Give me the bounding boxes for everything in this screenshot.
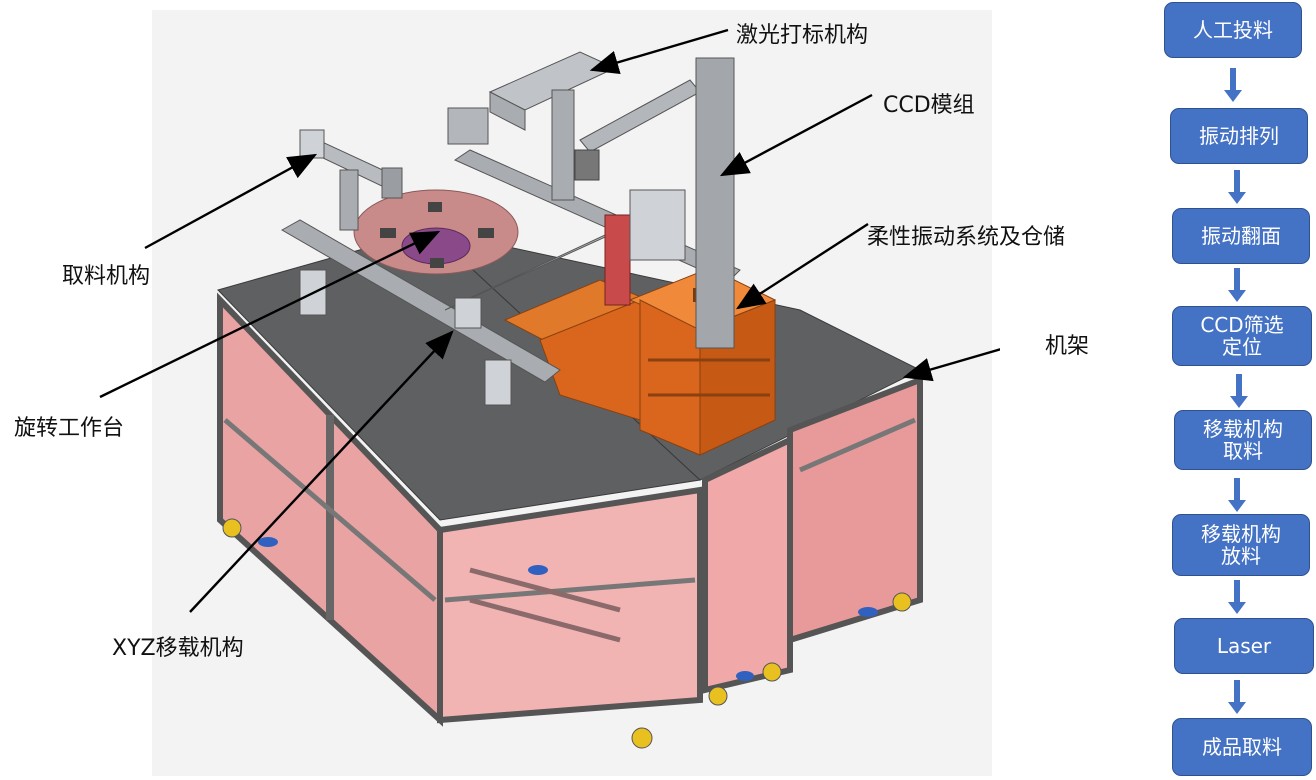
flow-arrow-6 <box>1228 580 1246 614</box>
flow-step-6-line-1: 移载机构 <box>1201 522 1281 546</box>
flow-step-4: CCD筛选定位 <box>1172 306 1312 366</box>
label-ccd-module: CCD模组 <box>883 93 975 118</box>
flow-arrow-3 <box>1228 268 1246 302</box>
flow-step-5-line-2: 取料 <box>1223 439 1263 463</box>
flow-step-5: 移载机构取料 <box>1174 410 1312 470</box>
flow-step-4-line-2: 定位 <box>1222 335 1262 359</box>
flow-step-4-line-1: CCD筛选 <box>1200 313 1284 337</box>
flow-step-2-text: 振动排列 <box>1199 124 1279 148</box>
xyz-transfer-drawing <box>280 149 741 406</box>
flow-step-8: 成品取料 <box>1172 718 1312 776</box>
flow-step-1: 人工投料 <box>1164 2 1302 58</box>
flow-step-6: 移载机构放料 <box>1172 514 1310 576</box>
machine-drawing <box>99 10 1000 776</box>
flow-step-3: 振动翻面 <box>1172 208 1310 264</box>
flow-step-7: Laser <box>1174 618 1314 674</box>
flow-step-3-text: 振动翻面 <box>1201 224 1281 248</box>
flow-arrow-4 <box>1230 374 1248 408</box>
flow-arrow-2 <box>1228 170 1246 204</box>
flow-step-8-text: 成品取料 <box>1202 735 1282 759</box>
leader-lines <box>99 28 1000 613</box>
pickup-drawing <box>299 129 403 231</box>
flow-arrow-1 <box>1224 68 1242 102</box>
label-flexible-vibration: 柔性振动系统及仓储 <box>867 225 1066 250</box>
label-xyz-transfer: XYZ移载机构 <box>112 636 244 661</box>
flow-arrow-5 <box>1228 478 1246 512</box>
flow-arrow-7 <box>1228 680 1246 714</box>
flow-step-7-text: Laser <box>1216 634 1272 658</box>
label-rotary-table: 旋转工作台 <box>14 416 125 441</box>
flow-step-5-line-1: 移载机构 <box>1203 417 1283 441</box>
flow-step-1-text: 人工投料 <box>1193 18 1273 42</box>
flow-step-6-line-2: 放料 <box>1221 544 1261 568</box>
label-laser-marking: 激光打标机构 <box>736 23 869 48</box>
label-pickup: 取料机构 <box>62 264 151 289</box>
label-frame: 机架 <box>1045 334 1090 359</box>
flow-step-2: 振动排列 <box>1170 108 1308 164</box>
laser-marking-drawing <box>447 51 735 349</box>
